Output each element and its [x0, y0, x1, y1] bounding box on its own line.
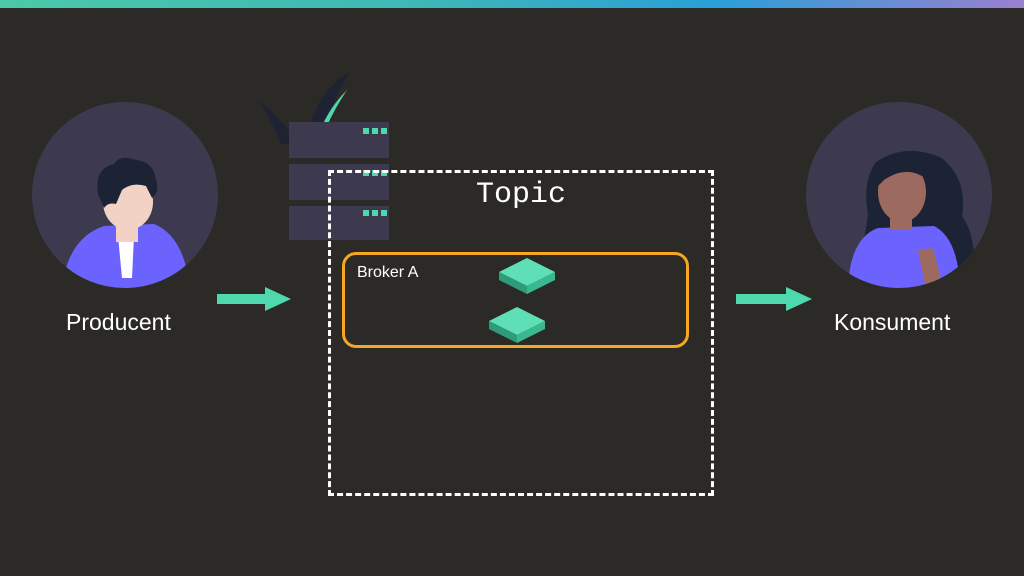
topic-title: Topic: [475, 178, 566, 212]
consumer-label: Konsument: [834, 309, 951, 335]
server-icon: [259, 72, 389, 240]
broker-box: [342, 252, 689, 348]
producer-avatar: [32, 102, 218, 288]
leaf-icon: [259, 100, 297, 144]
partition-icon: [489, 307, 545, 343]
consumer-person-icon: [846, 150, 975, 288]
partition-icon: [499, 258, 555, 294]
producer-to-topic-arrow-icon: [217, 287, 291, 311]
topic-boundary: [328, 170, 714, 496]
producer-label: Producent: [66, 309, 171, 335]
consumer-avatar: [806, 102, 992, 288]
broker-label: Broker A: [357, 264, 419, 281]
producer-person-icon: [62, 157, 190, 288]
top-gradient-bar: [0, 0, 1024, 8]
topic-to-consumer-arrow-icon: [736, 287, 812, 311]
server-unit: [289, 122, 389, 158]
